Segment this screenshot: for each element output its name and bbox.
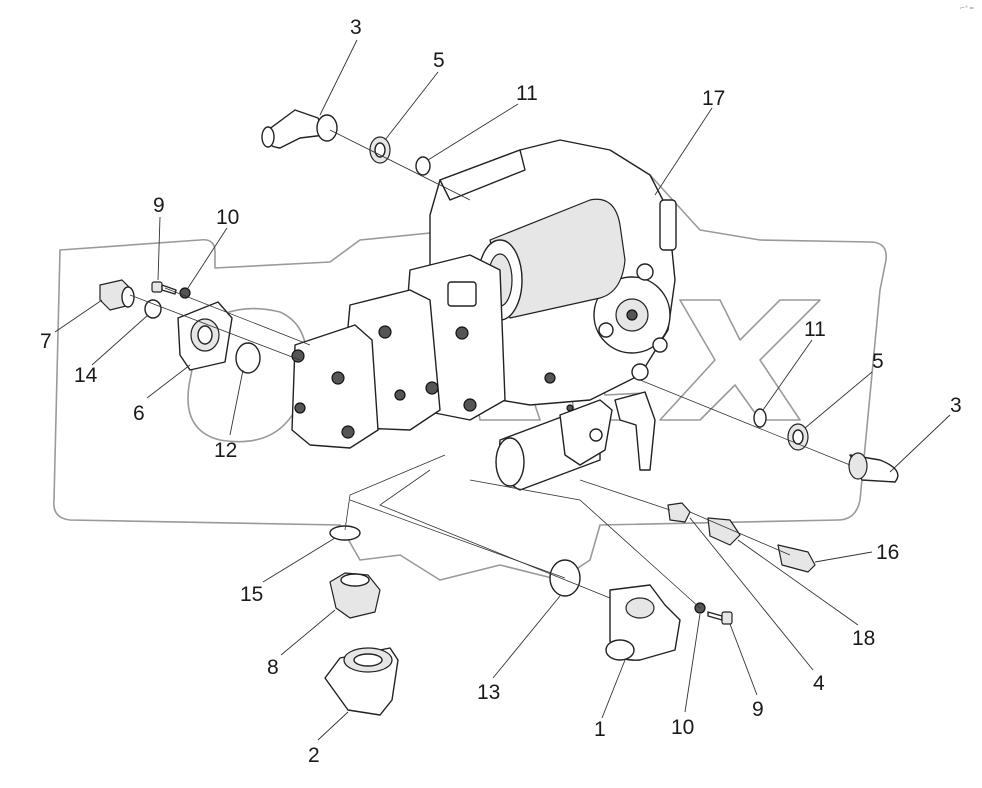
fitting-8 xyxy=(329,572,381,619)
leader-lines xyxy=(54,39,951,741)
adapter-16 xyxy=(777,544,816,573)
o-ring-11-right xyxy=(753,408,767,428)
callout-5-right: 5 xyxy=(872,350,884,373)
callout-10-upper: 10 xyxy=(216,206,239,229)
o-ring-11-top xyxy=(415,156,431,176)
callout-13: 13 xyxy=(477,681,500,704)
o-ring-15 xyxy=(329,525,361,541)
pump-assembly xyxy=(291,139,677,491)
callout-17: 17 xyxy=(702,87,725,110)
flange-elbow-1 xyxy=(605,584,681,661)
bolt-9-lower xyxy=(707,611,733,625)
elbow-2 xyxy=(324,647,399,716)
callout-5-top: 5 xyxy=(433,49,445,72)
fitting-4 xyxy=(667,502,691,523)
washer-10-upper xyxy=(179,287,191,299)
callout-3-right: 3 xyxy=(950,394,962,417)
elbow-fitting-3-top xyxy=(261,109,338,149)
o-ring-12 xyxy=(235,342,261,374)
callout-14: 14 xyxy=(74,364,98,387)
tee-fitting-18 xyxy=(707,517,741,546)
callout-6: 6 xyxy=(133,402,145,425)
callout-4: 4 xyxy=(813,672,825,695)
callout-12: 12 xyxy=(214,439,237,462)
corner-mark: ⌐° ═ xyxy=(960,5,974,12)
callout-11-top: 11 xyxy=(516,82,538,105)
nut-5-top xyxy=(369,136,391,164)
callout-2: 2 xyxy=(308,744,320,767)
assembly-axis-lines xyxy=(129,129,851,609)
callout-10-lower: 10 xyxy=(671,716,694,739)
tube-fitting-3-right xyxy=(848,452,899,483)
callout-3-top: 3 xyxy=(350,16,362,39)
callout-9-upper: 9 xyxy=(153,194,165,217)
fitting-7 xyxy=(99,279,135,311)
callout-8: 8 xyxy=(267,656,279,679)
bolt-9-upper xyxy=(151,281,177,295)
callout-18: 18 xyxy=(852,627,875,650)
flange-6 xyxy=(177,301,233,371)
o-ring-14 xyxy=(144,299,162,319)
callout-11-right: 11 xyxy=(804,318,826,341)
callout-15: 15 xyxy=(240,583,263,606)
callout-1: 1 xyxy=(594,718,606,741)
callout-16: 16 xyxy=(876,541,899,564)
callout-labels: 3 5 11 17 9 10 7 14 6 12 11 5 3 16 18 4 … xyxy=(40,16,962,767)
callout-7: 7 xyxy=(40,330,52,353)
callout-9-lower: 9 xyxy=(752,698,764,721)
